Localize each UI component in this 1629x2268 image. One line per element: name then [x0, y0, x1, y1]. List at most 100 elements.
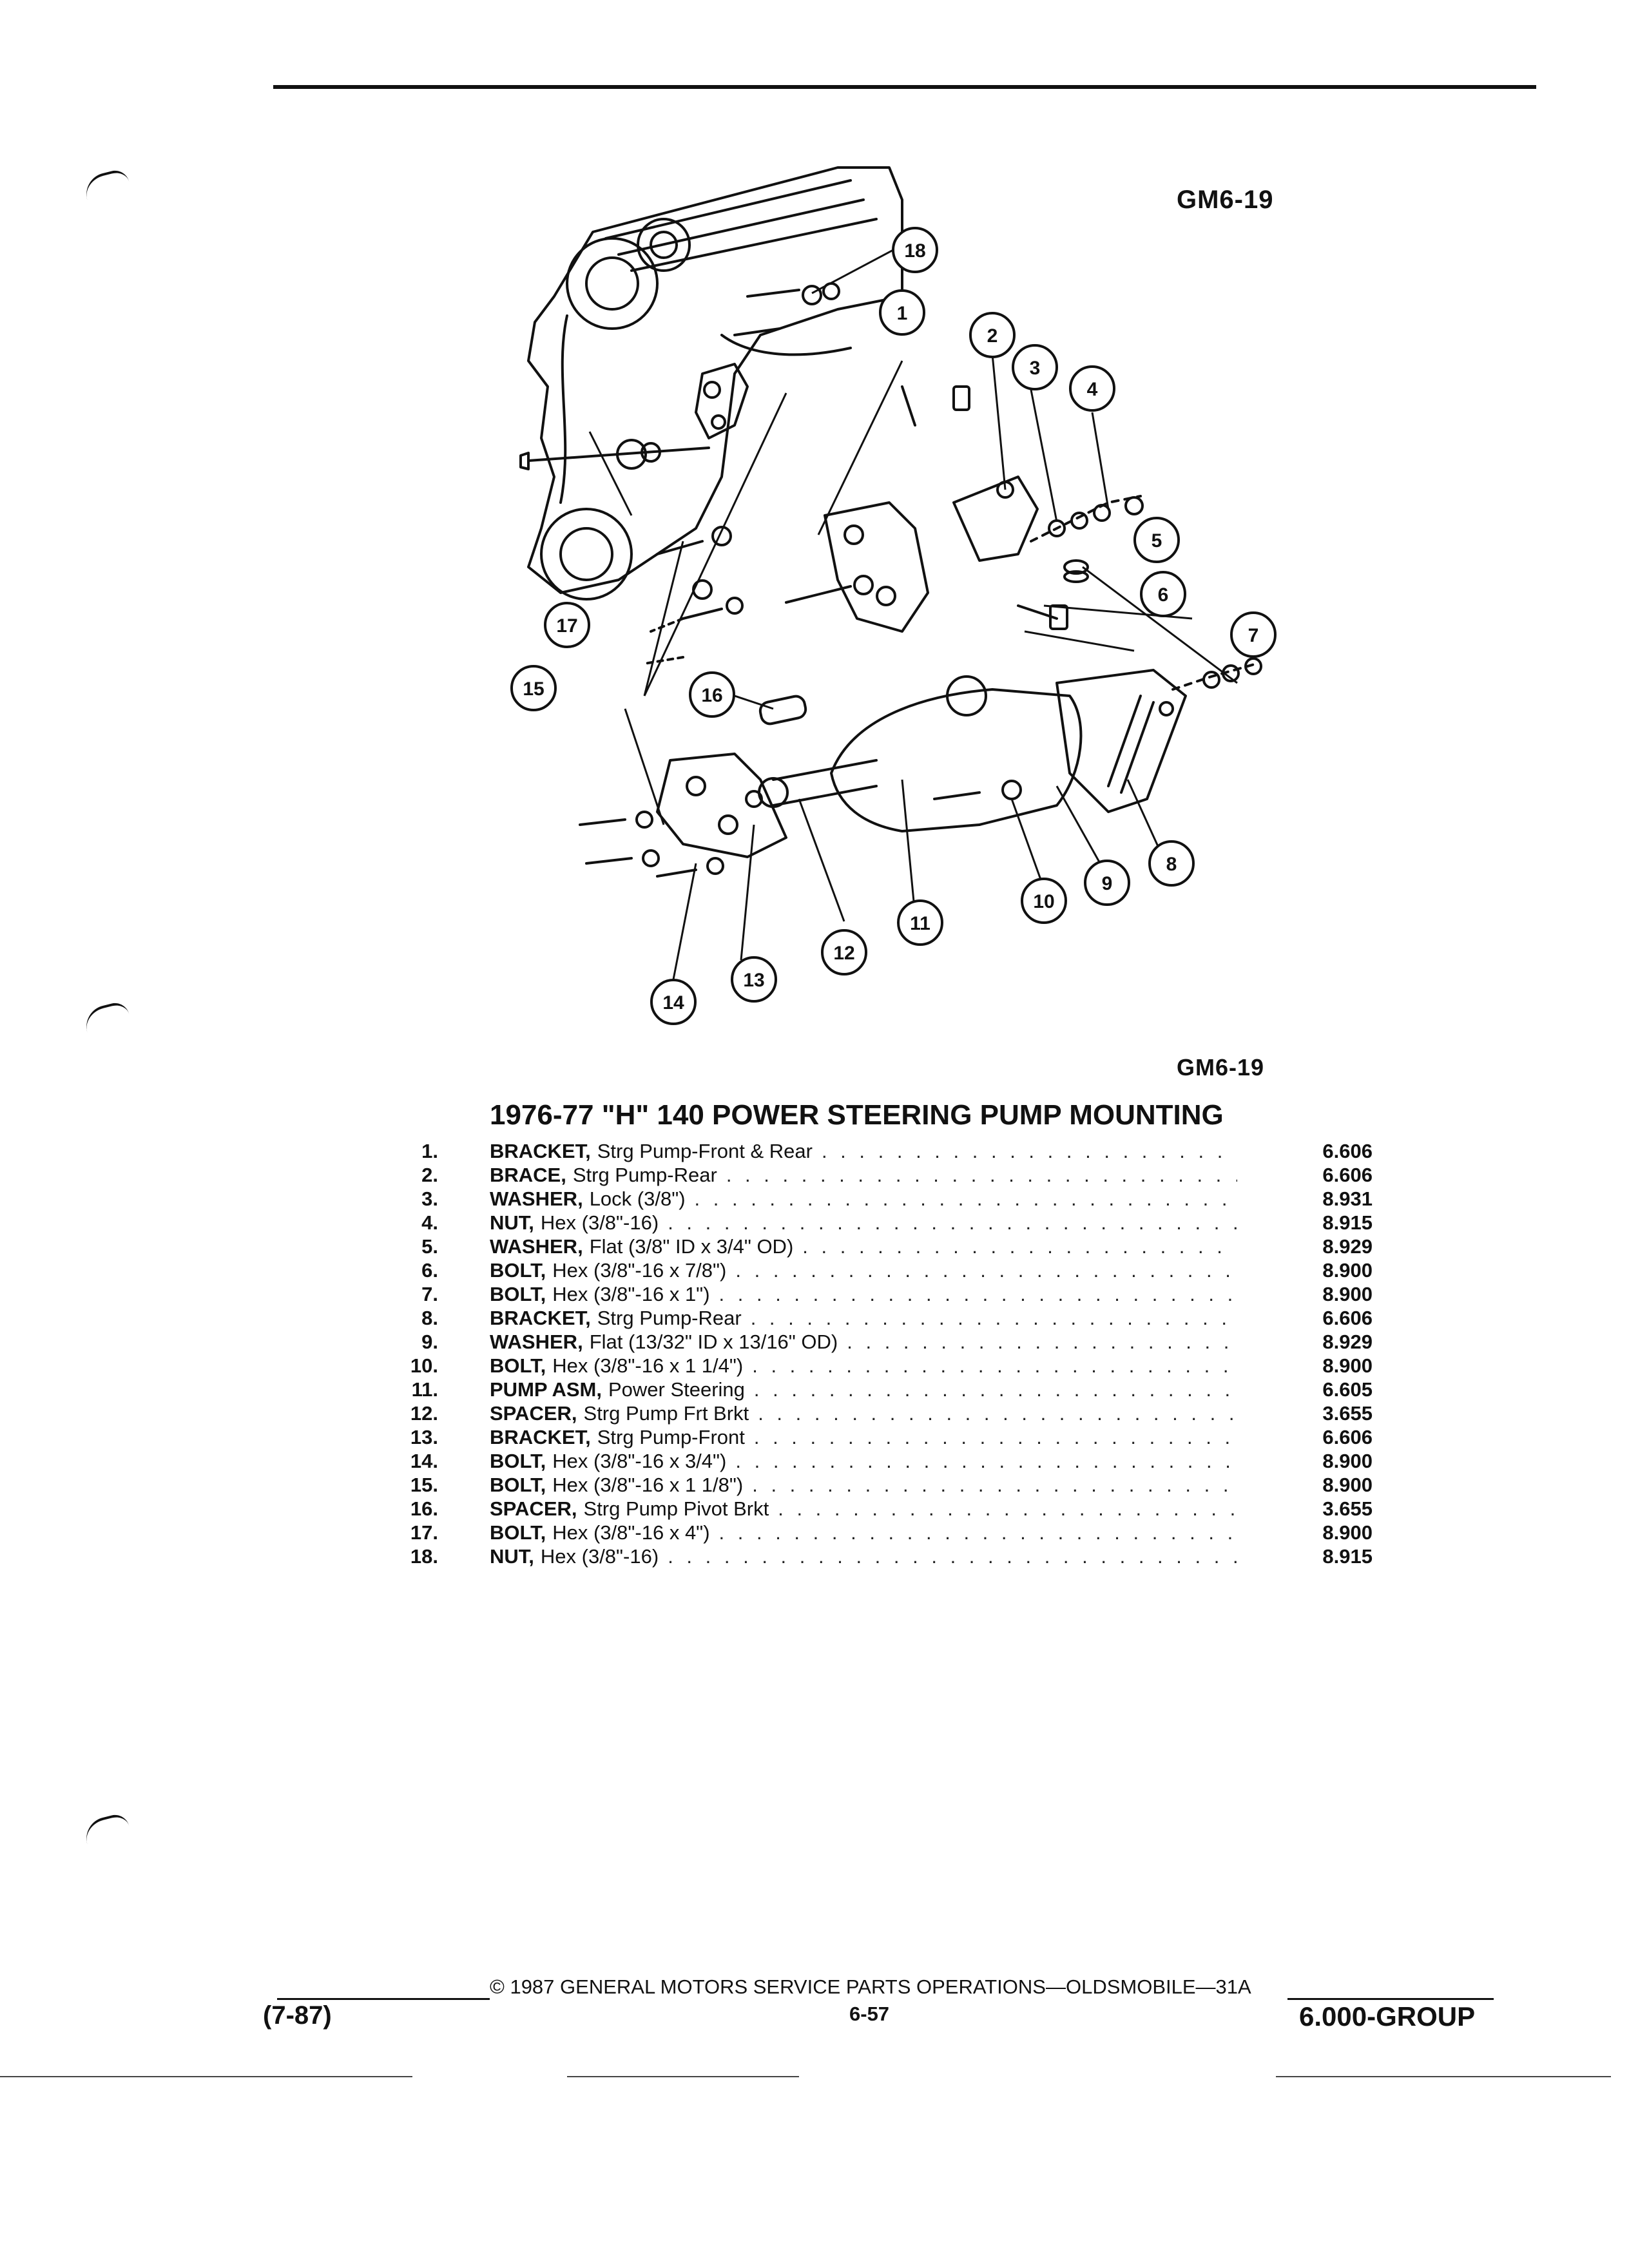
parts-list-row: 7.BOLT,Hex (3/8"-16 x 1")8.900	[367, 1282, 1385, 1306]
scan-edge-line	[0, 2076, 412, 2077]
part-spec: Flat (13/32" ID x 13/16" OD)	[589, 1331, 838, 1353]
svg-text:16: 16	[701, 685, 722, 706]
callout-4-icon: 4	[1069, 365, 1115, 412]
callout-12-icon: 12	[821, 929, 867, 975]
svg-text:15: 15	[523, 678, 544, 700]
svg-text:12: 12	[833, 943, 854, 964]
parts-list-row: 14.BOLT,Hex (3/8"-16 x 3/4")8.900	[367, 1449, 1385, 1473]
callout-9-icon: 9	[1084, 860, 1130, 906]
part-spec: Strg Pump-Rear	[597, 1307, 742, 1329]
part-group-number: 8.931	[1322, 1187, 1373, 1210]
parts-list-row: 15.BOLT,Hex (3/8"-16 x 1 1/8")8.900	[367, 1473, 1385, 1497]
parts-list-row: 6.BOLT,Hex (3/8"-16 x 7/8")8.900	[367, 1258, 1385, 1282]
pivot-bracket	[695, 363, 749, 439]
dot-leader	[752, 1354, 1237, 1378]
exploded-parts-diagram: 1 2 3 4 5 6 7 8 9 10 11 12 13 14 15 16 1…	[510, 166, 1277, 1025]
part-number: 13.	[410, 1426, 438, 1448]
svg-text:18: 18	[904, 240, 925, 262]
parts-list-row: 18. NUT, Hex (3/8"-16) 8.915	[367, 1544, 1385, 1568]
svg-text:14: 14	[662, 992, 684, 1014]
dot-leader	[822, 1139, 1237, 1163]
part-number: 9.	[421, 1331, 438, 1353]
parts-list-row: 3.WASHER,Lock (3/8")8.931	[367, 1187, 1385, 1211]
part-spec: Flat (3/8" ID x 3/4" OD)	[589, 1235, 794, 1258]
footer-rule-left	[277, 1998, 490, 2000]
rear-brace-2	[952, 476, 1039, 562]
part-name: BOLT,	[490, 1259, 546, 1282]
part-spec: Strg Pump-Front & Rear	[597, 1140, 813, 1162]
part-group-number: 6.606	[1322, 1140, 1373, 1162]
parts-list-row: 1. BRACKET, Strg Pump-Front & Rear 6.606	[367, 1139, 1385, 1163]
svg-text:3: 3	[1030, 358, 1041, 379]
part-number: 1.	[421, 1140, 438, 1162]
part-group-number: 6.606	[1322, 1164, 1373, 1186]
binder-hole-mark	[81, 1000, 131, 1032]
callout-1-icon: 1	[879, 289, 925, 336]
part-number: 17.	[410, 1521, 438, 1544]
part-number: 8.	[421, 1307, 438, 1329]
part-group-number: 8.915	[1322, 1211, 1373, 1234]
part-group-number: 6.606	[1322, 1307, 1373, 1329]
dot-leader	[751, 1306, 1237, 1330]
part-name: BOLT,	[490, 1474, 546, 1496]
callout-markers: 1 2 3 4 5 6 7 8 9 10 11 12 13 14 15 16 1…	[510, 227, 1277, 1025]
part-number: 7.	[421, 1283, 438, 1305]
part-spec: Hex (3/8"-16)	[540, 1211, 659, 1234]
part-name: SPACER,	[490, 1497, 577, 1520]
part-name: WASHER,	[490, 1187, 583, 1210]
callout-6-icon: 6	[1140, 571, 1186, 617]
svg-text:13: 13	[743, 970, 764, 991]
part-group-number: 8.900	[1322, 1521, 1373, 1544]
callout-2-icon: 2	[969, 312, 1016, 358]
part-number: 10.	[410, 1354, 438, 1377]
svg-text:8: 8	[1166, 854, 1177, 875]
rear-bracket-8	[1055, 669, 1187, 813]
part-spec: Hex (3/8"-16 x 3/4")	[552, 1450, 727, 1472]
svg-text:11: 11	[910, 913, 930, 934]
parts-list: 1. BRACKET, Strg Pump-Front & Rear 6.606 2.…	[367, 1139, 1385, 1568]
part-name: BOLT,	[490, 1354, 546, 1377]
part-spec: Hex (3/8"-16 x 1")	[552, 1283, 710, 1305]
part-spec: Hex (3/8"-16 x 7/8")	[552, 1259, 727, 1282]
callout-16-icon: 16	[689, 671, 735, 718]
dot-leader	[695, 1187, 1237, 1211]
dot-leader	[719, 1282, 1237, 1306]
pump-assembly-11	[830, 688, 1083, 832]
part-number: 2.	[421, 1164, 438, 1186]
copyright-notice: © 1987 GENERAL MOTORS SERVICE PARTS OPER…	[490, 1975, 1251, 1998]
part-name: WASHER,	[490, 1235, 583, 1258]
callout-15-icon: 15	[510, 665, 557, 711]
binder-hole-mark	[81, 168, 131, 200]
part-spec: Strg Pump-Front	[597, 1426, 745, 1448]
parts-list-row: 8.BRACKET,Strg Pump-Rear6.606	[367, 1306, 1385, 1330]
part-group-number: 8.915	[1322, 1545, 1373, 1568]
front-rear-bracket-1	[824, 501, 929, 633]
part-number: 12.	[410, 1402, 438, 1425]
dot-leader	[719, 1521, 1237, 1544]
dot-leader	[758, 1401, 1237, 1425]
part-name: NUT,	[490, 1545, 534, 1568]
svg-text:7: 7	[1248, 625, 1259, 646]
part-spec: Hex (3/8"-16 x 1 1/8")	[552, 1474, 744, 1496]
part-spec: Hex (3/8"-16 x 1 1/4")	[552, 1354, 744, 1377]
scan-edge-line	[567, 2076, 799, 2077]
part-number: 6.	[421, 1259, 438, 1282]
part-group-number: 8.929	[1322, 1235, 1373, 1258]
figure-id-top: GM6-19	[1177, 186, 1274, 214]
part-group-number: 6.605	[1322, 1378, 1373, 1401]
part-spec: Hex (3/8"-16)	[540, 1545, 659, 1568]
part-number: 3.	[421, 1187, 438, 1210]
part-group-number: 8.900	[1322, 1354, 1373, 1377]
part-number: 5.	[421, 1235, 438, 1258]
part-spec: Strg Pump Frt Brkt	[583, 1402, 749, 1425]
dot-leader	[754, 1425, 1237, 1449]
parts-list-row: 17.BOLT,Hex (3/8"-16 x 4")8.900	[367, 1521, 1385, 1544]
part-number: 18.	[410, 1545, 438, 1568]
page-number: 6-57	[849, 2003, 890, 2025]
part-name: BRACKET,	[490, 1426, 591, 1448]
part-name: BRACKET,	[490, 1140, 591, 1162]
parts-list-row: 5. WASHER, Flat (3/8" ID x 3/4" OD) 8.929	[367, 1235, 1385, 1258]
part-group-number: 3.655	[1322, 1497, 1373, 1520]
parts-list-row: 2.BRACE,Strg Pump-Rear6.606	[367, 1163, 1385, 1187]
svg-text:6: 6	[1158, 584, 1169, 606]
